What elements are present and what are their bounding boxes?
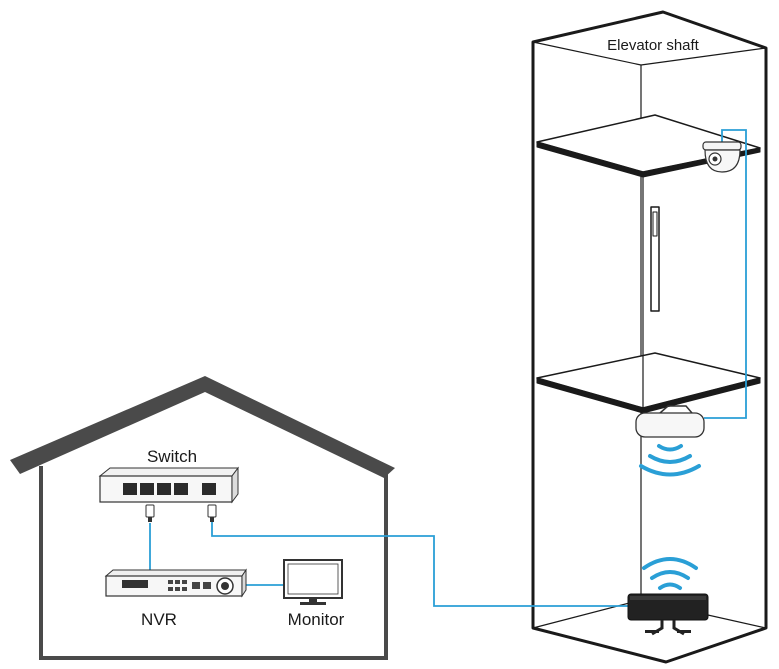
- wifi-signal-floor: [642, 557, 698, 590]
- nvr-buttons: [168, 580, 211, 591]
- car-bottom-slab: [536, 352, 761, 409]
- elevator-car: [536, 114, 761, 414]
- switch-label: Switch: [147, 447, 197, 466]
- camera-mount: [702, 141, 742, 151]
- bridge-floor[interactable]: [627, 593, 709, 636]
- switch-port: [174, 483, 188, 495]
- rj45-plug-nvr: [145, 504, 155, 522]
- car-control-panel: [650, 206, 660, 312]
- switch-device[interactable]: Switch: [98, 447, 239, 522]
- switch-port: [202, 483, 216, 495]
- nvr-device[interactable]: NVR: [104, 568, 247, 629]
- wifi-signal-car: [639, 444, 701, 477]
- nvr-top: [104, 569, 247, 577]
- bridge-car-bracket: [659, 405, 693, 414]
- switch-side: [231, 466, 239, 504]
- house: [10, 376, 395, 660]
- shaft-top-left: [532, 41, 642, 66]
- house-walls: [39, 466, 388, 660]
- shaft-floor-front-right: [665, 627, 767, 663]
- bridge-car[interactable]: [635, 405, 705, 438]
- monitor-base: [300, 602, 326, 605]
- switch-port: [123, 483, 137, 495]
- rj45-plug-bridge: [207, 504, 217, 522]
- shaft-floor-left: [532, 599, 642, 629]
- switch-top: [98, 467, 239, 477]
- switch-ports: [123, 483, 216, 495]
- nvr-display: [122, 580, 148, 588]
- house-roof: [10, 376, 395, 478]
- cable-switch-to-bridge: [211, 520, 636, 607]
- shaft-top-right: [640, 47, 767, 66]
- cable-camera-to-bridge: [704, 129, 747, 419]
- monitor-stand: [309, 598, 317, 602]
- monitor-device[interactable]: Monitor: [283, 559, 345, 629]
- bridge-car-body: [635, 412, 705, 438]
- shaft-floor-front: [532, 627, 667, 663]
- network-cables: [149, 129, 747, 607]
- switch-port: [140, 483, 154, 495]
- monitor-label: Monitor: [288, 610, 345, 629]
- nvr-side: [241, 568, 247, 598]
- nvr-label: NVR: [141, 610, 177, 629]
- switch-port: [157, 483, 171, 495]
- elevator-shaft-label: Elevator shaft: [607, 37, 700, 54]
- bridge-floor-body: [627, 593, 709, 621]
- camera-device[interactable]: [702, 141, 742, 173]
- car-control-panel-screen: [652, 211, 658, 237]
